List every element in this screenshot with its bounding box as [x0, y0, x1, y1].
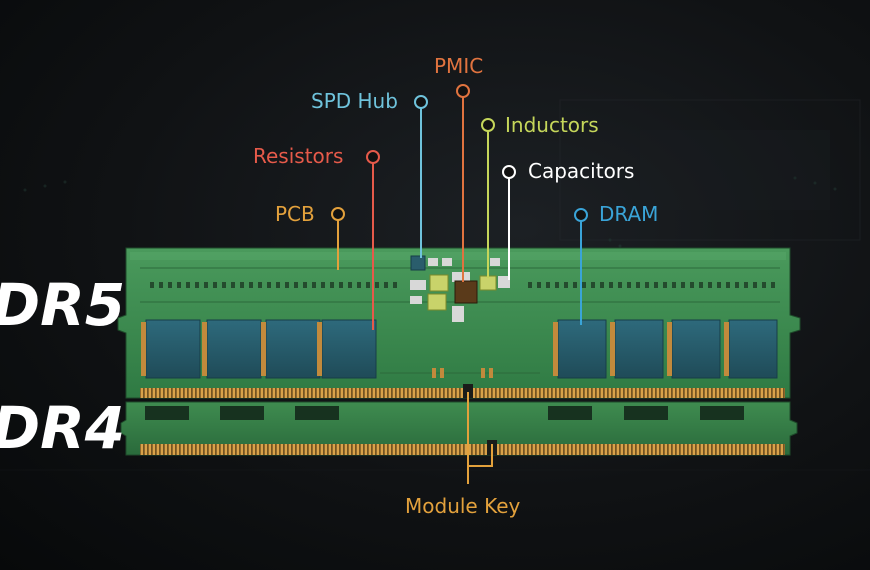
inductors-marker-icon [481, 118, 495, 132]
ddr4-module [120, 401, 798, 456]
dram-label: DRAM [599, 202, 658, 226]
resistors-marker-icon [366, 150, 380, 164]
capacitors-label: Capacitors [528, 159, 634, 183]
capacitors-marker-icon [502, 165, 516, 179]
ddr5-module [117, 247, 801, 399]
spd-hub-marker-icon [414, 95, 428, 109]
ddr5-label: DR5 [0, 271, 125, 339]
spd-hub-label: SPD Hub [311, 89, 398, 113]
callout-leaders [331, 84, 588, 484]
dram-chip [261, 319, 321, 379]
dram-chip [141, 319, 201, 379]
ddr4-gold-contacts [140, 444, 785, 455]
pcb-label: PCB [275, 202, 315, 226]
dram-chip [667, 319, 721, 379]
dram-chip [724, 319, 778, 379]
dram-chip [610, 319, 664, 379]
ddr5-gold-contacts [140, 388, 785, 398]
dram-marker-icon [574, 208, 588, 222]
pmic-marker-icon [456, 84, 470, 98]
dram-chip [553, 319, 607, 379]
inductors-label: Inductors [505, 113, 599, 137]
dram-chip [202, 319, 262, 379]
module-key-label: Module Key [405, 494, 521, 518]
resistors-label: Resistors [253, 144, 343, 168]
ddr4-label: DR4 [0, 394, 125, 462]
dram-chip [317, 319, 377, 379]
pmic-label: PMIC [434, 54, 483, 78]
background-texture [0, 99, 870, 471]
pcb-marker-icon [331, 207, 345, 221]
